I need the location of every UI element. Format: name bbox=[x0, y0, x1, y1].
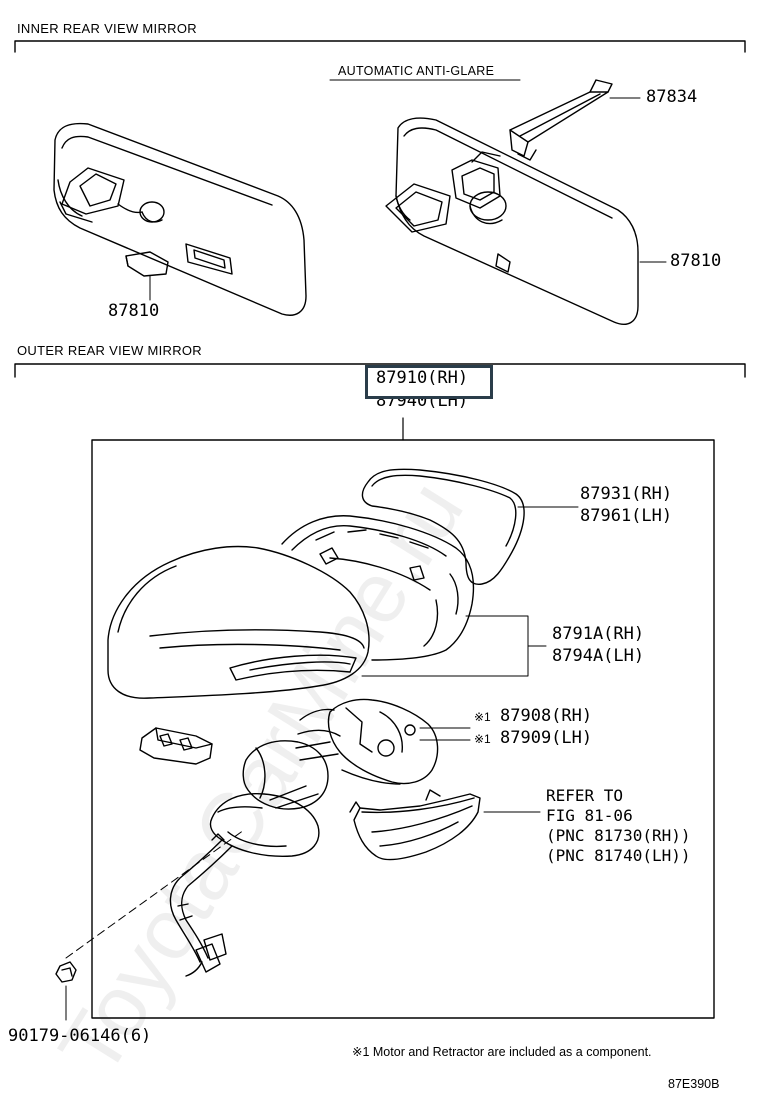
part-87931-label[interactable]: 87931(RH) bbox=[580, 484, 673, 504]
leader-lines-inner bbox=[149, 79, 667, 301]
mirror-base bbox=[209, 740, 329, 858]
outer-assembly-frame bbox=[91, 417, 715, 1019]
turn-signal-lamp bbox=[349, 789, 481, 861]
diagram-code: 87E390B bbox=[668, 1077, 720, 1091]
highlight-box bbox=[365, 365, 493, 399]
part-87910-label[interactable]: 87910(RH) bbox=[376, 368, 469, 388]
mounting-nut bbox=[55, 829, 245, 983]
refer-line-2[interactable]: FIG 81-06 bbox=[546, 806, 633, 825]
refer-line-3[interactable]: (PNC 81730(RH)) bbox=[546, 826, 691, 845]
small-bracket bbox=[139, 727, 213, 765]
mirror-cover bbox=[107, 545, 370, 699]
inner-section-title: INNER REAR VIEW MIRROR bbox=[17, 21, 197, 36]
part-8791A-label[interactable]: 8791A(RH) bbox=[552, 624, 645, 644]
refer-line-1: REFER TO bbox=[546, 786, 624, 805]
inner-section-bracket bbox=[14, 40, 746, 53]
mark-87908: ※1 bbox=[474, 710, 491, 724]
part-90179-label[interactable]: 90179-06146(6) bbox=[8, 1026, 152, 1046]
part-87908-label[interactable]: 87908(RH) bbox=[500, 706, 593, 726]
outer-section-bracket bbox=[14, 363, 746, 378]
footnote: ※1 Motor and Retractor are included as a… bbox=[352, 1045, 652, 1059]
outer-section-title: OUTER REAR VIEW MIRROR bbox=[17, 343, 202, 358]
part-8794A-label[interactable]: 8794A(LH) bbox=[552, 646, 645, 666]
part-87810-left-label[interactable]: 87810 bbox=[108, 301, 160, 321]
leader-lines-outer bbox=[65, 506, 579, 1021]
inner-mirror-auto bbox=[385, 79, 639, 325]
mirror-housing bbox=[281, 515, 475, 661]
refer-line-4[interactable]: (PNC 81740(LH)) bbox=[546, 846, 691, 865]
mark-87909: ※1 bbox=[474, 732, 491, 746]
part-87810-right-label[interactable]: 87810 bbox=[670, 251, 722, 271]
part-87834-label[interactable]: 87834 bbox=[646, 87, 698, 107]
part-87909-label[interactable]: 87909(LH) bbox=[500, 728, 593, 748]
part-87961-label[interactable]: 87961(LH) bbox=[580, 506, 673, 526]
mirror-motor bbox=[295, 698, 439, 785]
auto-anti-glare-label: AUTOMATIC ANTI-GLARE bbox=[338, 64, 495, 78]
wire-harness bbox=[169, 839, 233, 977]
inner-mirror-standard bbox=[53, 122, 307, 316]
mirror-glass bbox=[361, 468, 525, 585]
